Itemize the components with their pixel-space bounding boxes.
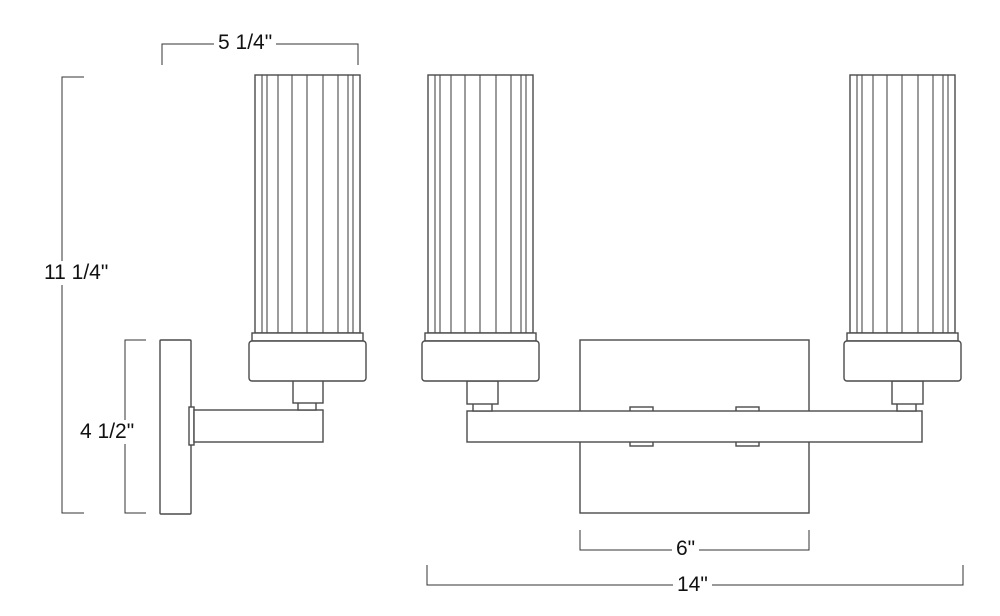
dim-backplate-height-label: 4 1/2"	[76, 420, 139, 444]
right-stem	[891, 380, 924, 405]
front-view	[421, 74, 962, 514]
shade-ring	[846, 332, 959, 342]
side-arm	[193, 409, 324, 443]
socket-cup	[421, 340, 540, 382]
dim-backplate-width-label: 6"	[672, 537, 700, 561]
side-arm-collar	[188, 406, 195, 446]
side-shade	[248, 74, 367, 382]
side-view	[159, 74, 367, 515]
dim-overall-width-label: 14"	[673, 573, 712, 597]
socket-cup	[843, 340, 962, 382]
dim-overall-height-line	[61, 76, 84, 514]
left-shade	[421, 74, 540, 382]
dim-shade-width-label: 5 1/4"	[214, 31, 277, 55]
left-stem	[466, 380, 499, 405]
right-shade	[843, 74, 962, 382]
shade-ring	[424, 332, 537, 342]
dim-overall-height-label: 11 1/4"	[40, 261, 113, 285]
side-wall-plate	[159, 339, 192, 515]
shade-ring	[251, 332, 364, 342]
socket-cup	[248, 340, 367, 382]
side-stem	[292, 379, 324, 404]
crossbar	[466, 410, 923, 443]
